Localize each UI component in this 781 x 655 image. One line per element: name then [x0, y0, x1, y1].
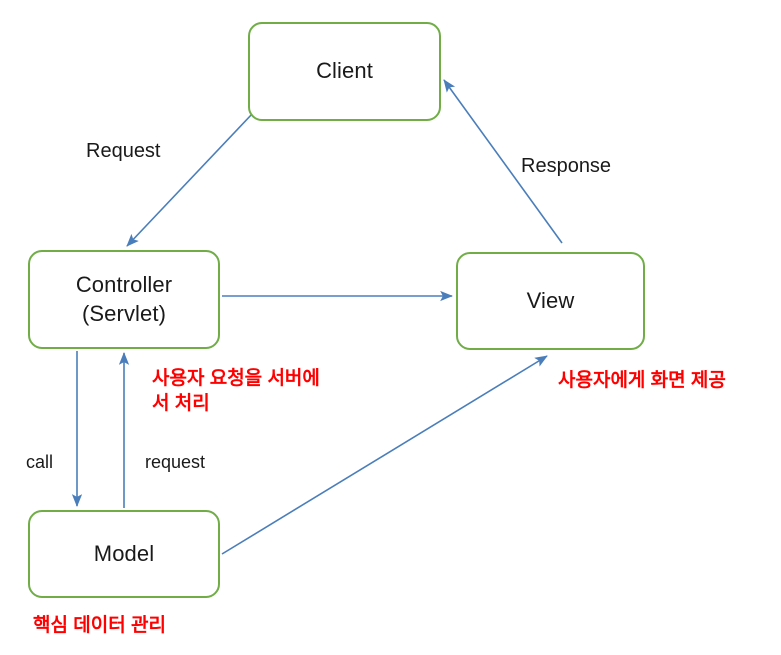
note-view: 사용자에게 화면 제공	[558, 370, 726, 391]
edge-label-request: Request	[86, 140, 161, 162]
node-controller[interactable]: Controller (Servlet)	[28, 250, 220, 349]
note-controller: 사용자 요청을 서버에 서 처리	[152, 368, 320, 415]
node-controller-label: Controller (Servlet)	[75, 272, 173, 326]
note-model: 핵심 데이터 관리	[33, 615, 166, 636]
node-view-label: View	[526, 287, 575, 313]
node-view[interactable]: View	[456, 252, 645, 350]
node-model-label: Model	[93, 540, 155, 566]
edge-label-response: Response	[521, 155, 612, 177]
node-client[interactable]: Client	[248, 22, 441, 121]
node-client-label: Client	[316, 58, 373, 84]
node-model[interactable]: Model	[28, 510, 220, 598]
edge-label-call: call	[26, 452, 54, 472]
edge-model-to-view	[221, 355, 548, 555]
edge-client-to-controller	[126, 112, 254, 247]
edge-label-request-model: request	[145, 452, 206, 472]
edge-view-to-client	[443, 79, 563, 244]
